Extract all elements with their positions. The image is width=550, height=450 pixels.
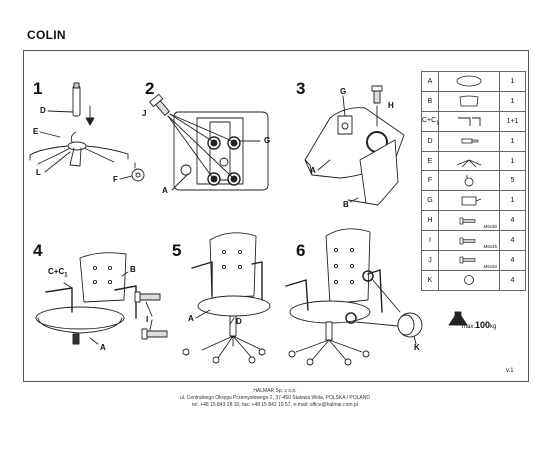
cap-icon [439,274,499,286]
step5-drawing [134,232,271,364]
part-picture: M6x20 [438,250,500,271]
step6-drawing [285,228,423,366]
part-quantity: 1 [499,90,526,112]
part-code: I [421,230,439,252]
part-picture: M8x45 [438,230,500,252]
label-a: A [100,343,106,352]
part-picture [438,150,500,172]
armrest-icon [439,115,499,127]
label-b: B [343,200,349,209]
part-quantity: 1 [499,130,526,152]
part-code: B [421,90,439,112]
part-picture [438,90,500,112]
part-quantity: 1 [499,150,526,172]
part-quantity: 4 [499,269,526,291]
step-number-2: 2 [145,79,155,98]
bolt-icon [439,215,499,227]
gas-lift-icon [439,135,499,147]
step1-drawing [29,82,145,182]
backrest-icon [439,95,499,107]
parts-table-row: C+C1 1+1 [421,110,526,132]
step2-drawing [149,93,269,191]
part-quantity: 4 [499,230,526,252]
seat-icon [439,75,499,87]
part-picture: M6x30 [438,210,500,232]
part-size: M6x20 [483,263,497,269]
part-quantity: 1 [499,190,526,212]
label-c-c1: C+C1 [48,267,68,279]
part-picture [438,170,500,192]
step3-drawing [304,85,405,206]
part-code: J [421,250,439,271]
step-number-5: 5 [172,241,182,260]
part-picture [438,130,500,152]
part-code: C+C1 [421,110,439,132]
footer-company: HALMAR Sp. z o.o. [253,388,297,394]
label-e: E [33,127,39,136]
part-quantity: 4 [499,210,526,232]
part-picture [438,110,500,132]
part-code: F [421,170,439,192]
part-quantity: 1+1 [499,110,526,132]
footer-address: ul. Centralnego Okręgu Przemysłowego 2, … [179,395,370,401]
version-label: v.1 [506,368,514,374]
max-weight-note: max.100kg [462,320,497,330]
label-a: A [162,186,168,195]
part-code: E [421,150,439,172]
product-title: COLIN [27,28,66,42]
diagram-frame [23,50,529,382]
bolt-icon [439,235,499,247]
label-j: J [142,109,147,118]
label-g: G [340,87,347,96]
weight-icon [448,311,468,326]
label-k: K [414,343,420,352]
label-i: I [146,315,149,324]
label-a: A [188,314,194,323]
bolt-icon [439,254,499,266]
part-picture [438,190,500,212]
base-icon [439,155,499,167]
label-d: D [40,106,46,115]
step-number-3: 3 [296,79,306,98]
label-a: A [310,166,316,175]
part-picture [438,269,500,291]
part-quantity: 4 [499,250,526,271]
step-number-1: 1 [33,79,43,98]
mechanism-icon [439,195,499,207]
part-size: M6x30 [483,224,497,230]
caster-icon [439,174,499,187]
footer-contact: tel. +48 15 843 28 10, fax: +48 15 842 1… [192,402,358,408]
part-code: K [421,269,439,291]
label-b: B [130,265,136,274]
step4-drawing [35,252,137,345]
label-f: F [113,175,118,184]
step-number-6: 6 [296,241,306,260]
part-quantity: 1 [499,71,526,92]
part-code: A [421,71,439,92]
part-quantity: 5 [499,170,526,192]
part-size: M8x45 [483,244,497,250]
label-l: L [36,168,41,177]
label-h: H [388,101,394,110]
label-g: G [264,136,271,145]
part-picture [438,71,500,92]
step-number-4: 4 [33,241,43,260]
part-code: G [421,190,439,212]
part-code: H [421,210,439,232]
label-d: D [236,317,242,326]
part-code: D [421,130,439,152]
